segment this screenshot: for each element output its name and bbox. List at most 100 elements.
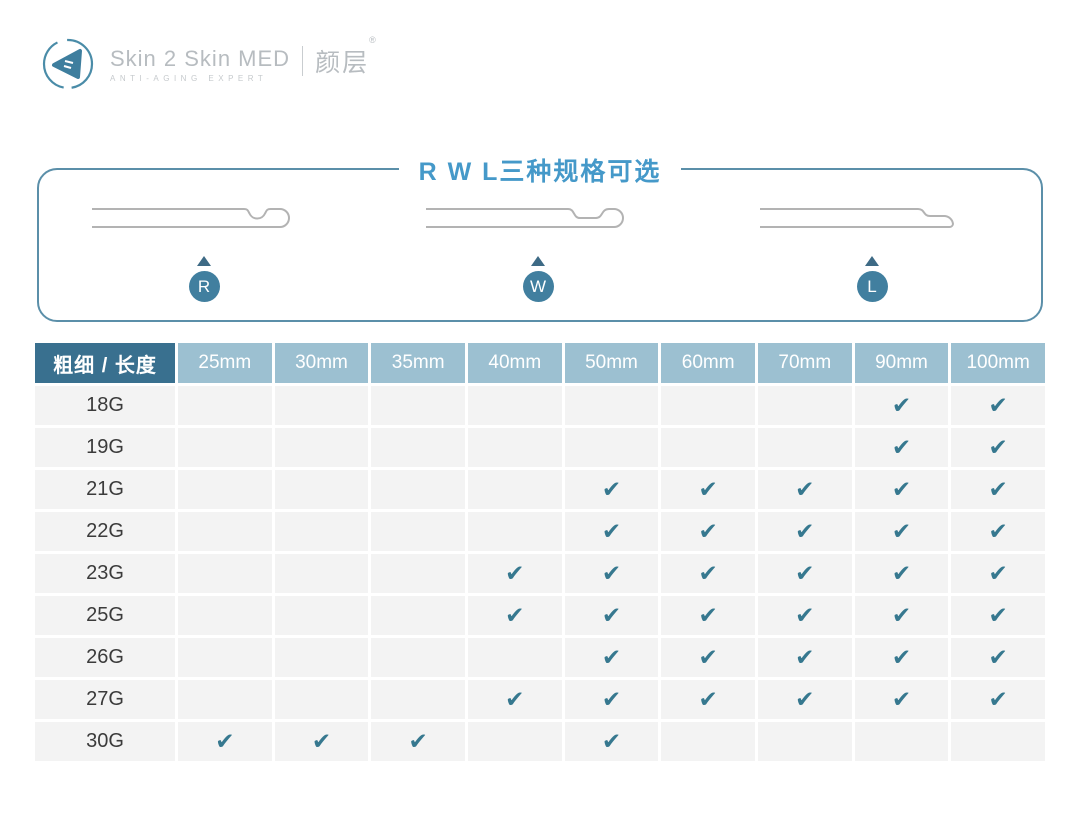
empty-cell bbox=[371, 680, 465, 719]
check-cell: ✔ bbox=[757, 512, 852, 551]
row-label-gauge: 22G bbox=[35, 512, 175, 551]
empty-cell bbox=[274, 428, 369, 467]
brand-logo: Skin 2 Skin MED ANTI-AGING EXPERT 颜层® bbox=[40, 35, 378, 92]
empty-cell bbox=[178, 470, 272, 509]
check-icon: ✔ bbox=[891, 560, 912, 586]
cannula-type-r: R bbox=[37, 180, 371, 302]
check-icon: ✔ bbox=[505, 560, 525, 586]
check-icon: ✔ bbox=[408, 728, 428, 754]
row-label-gauge: 25G bbox=[35, 596, 175, 635]
check-cell: ✔ bbox=[951, 554, 1045, 593]
check-cell: ✔ bbox=[757, 554, 852, 593]
check-icon: ✔ bbox=[795, 560, 815, 586]
column-header: 25mm bbox=[178, 343, 272, 383]
column-header: 30mm bbox=[274, 343, 369, 383]
logo-divider bbox=[302, 46, 304, 76]
check-cell: ✔ bbox=[661, 554, 755, 593]
check-cell: ✔ bbox=[661, 512, 755, 551]
check-icon: ✔ bbox=[698, 644, 718, 670]
check-icon: ✔ bbox=[891, 686, 912, 712]
empty-cell bbox=[467, 428, 562, 467]
check-cell: ✔ bbox=[178, 722, 272, 761]
check-icon: ✔ bbox=[601, 518, 622, 544]
empty-cell bbox=[467, 512, 562, 551]
check-cell: ✔ bbox=[661, 470, 755, 509]
type-badge-l: L bbox=[856, 271, 888, 302]
empty-cell bbox=[371, 638, 465, 677]
check-cell: ✔ bbox=[757, 470, 852, 509]
empty-cell bbox=[467, 386, 562, 425]
empty-cell bbox=[564, 428, 659, 467]
empty-cell bbox=[371, 596, 465, 635]
check-cell: ✔ bbox=[564, 638, 659, 677]
check-icon: ✔ bbox=[988, 392, 1008, 418]
check-cell: ✔ bbox=[564, 554, 659, 593]
check-icon: ✔ bbox=[795, 518, 815, 544]
table-corner-header: 粗细 / 长度 bbox=[35, 343, 175, 383]
type-badge-w: W bbox=[522, 271, 554, 302]
check-cell: ✔ bbox=[467, 554, 562, 593]
check-cell: ✔ bbox=[951, 512, 1045, 551]
empty-cell bbox=[274, 638, 369, 677]
check-cell: ✔ bbox=[951, 386, 1045, 425]
low-step-tip-icon bbox=[760, 208, 955, 229]
check-icon: ✔ bbox=[698, 686, 718, 712]
column-header: 60mm bbox=[661, 343, 755, 383]
registered-mark: ® bbox=[369, 35, 378, 45]
check-icon: ✔ bbox=[698, 476, 718, 502]
column-header: 40mm bbox=[467, 343, 562, 383]
check-cell: ✔ bbox=[274, 722, 369, 761]
check-cell: ✔ bbox=[467, 596, 562, 635]
empty-cell bbox=[951, 722, 1045, 761]
empty-cell bbox=[178, 386, 272, 425]
check-icon: ✔ bbox=[988, 434, 1008, 460]
cannula-type-w: W bbox=[371, 180, 705, 302]
brand-name: Skin 2 Skin MED bbox=[110, 45, 291, 71]
empty-cell bbox=[371, 554, 465, 593]
check-icon: ✔ bbox=[795, 686, 815, 712]
empty-cell bbox=[757, 428, 852, 467]
check-icon: ✔ bbox=[988, 602, 1008, 628]
row-label-gauge: 23G bbox=[35, 554, 175, 593]
check-cell: ✔ bbox=[854, 512, 949, 551]
empty-cell bbox=[178, 554, 272, 593]
check-cell: ✔ bbox=[854, 596, 949, 635]
empty-cell bbox=[371, 386, 465, 425]
column-header: 35mm bbox=[371, 343, 465, 383]
row-label-gauge: 21G bbox=[35, 470, 175, 509]
empty-cell bbox=[371, 470, 465, 509]
empty-cell bbox=[757, 386, 852, 425]
check-cell: ✔ bbox=[854, 638, 949, 677]
check-icon: ✔ bbox=[795, 644, 815, 670]
row-label-gauge: 30G bbox=[35, 722, 175, 761]
check-cell: ✔ bbox=[371, 722, 465, 761]
check-cell: ✔ bbox=[854, 386, 949, 425]
check-cell: ✔ bbox=[564, 722, 659, 761]
check-cell: ✔ bbox=[564, 680, 659, 719]
pointer-triangle-icon bbox=[531, 256, 545, 266]
empty-cell bbox=[854, 722, 949, 761]
check-icon: ✔ bbox=[795, 602, 815, 628]
check-cell: ✔ bbox=[854, 470, 949, 509]
check-cell: ✔ bbox=[757, 680, 852, 719]
check-icon: ✔ bbox=[215, 728, 235, 754]
check-icon: ✔ bbox=[891, 434, 912, 460]
row-label-gauge: 18G bbox=[35, 386, 175, 425]
empty-cell bbox=[661, 386, 755, 425]
check-cell: ✔ bbox=[951, 680, 1045, 719]
empty-cell bbox=[661, 722, 755, 761]
check-icon: ✔ bbox=[988, 560, 1008, 586]
pointer-triangle-icon bbox=[865, 256, 879, 266]
row-label-gauge: 19G bbox=[35, 428, 175, 467]
pointer-triangle-icon bbox=[197, 256, 211, 266]
check-icon: ✔ bbox=[311, 728, 332, 754]
row-label-gauge: 26G bbox=[35, 638, 175, 677]
check-cell: ✔ bbox=[564, 512, 659, 551]
empty-cell bbox=[371, 512, 465, 551]
section-title: R W L三种规格可选 bbox=[0, 152, 1080, 188]
check-cell: ✔ bbox=[564, 596, 659, 635]
row-label-gauge: 27G bbox=[35, 680, 175, 719]
type-badge-r: R bbox=[188, 271, 220, 302]
